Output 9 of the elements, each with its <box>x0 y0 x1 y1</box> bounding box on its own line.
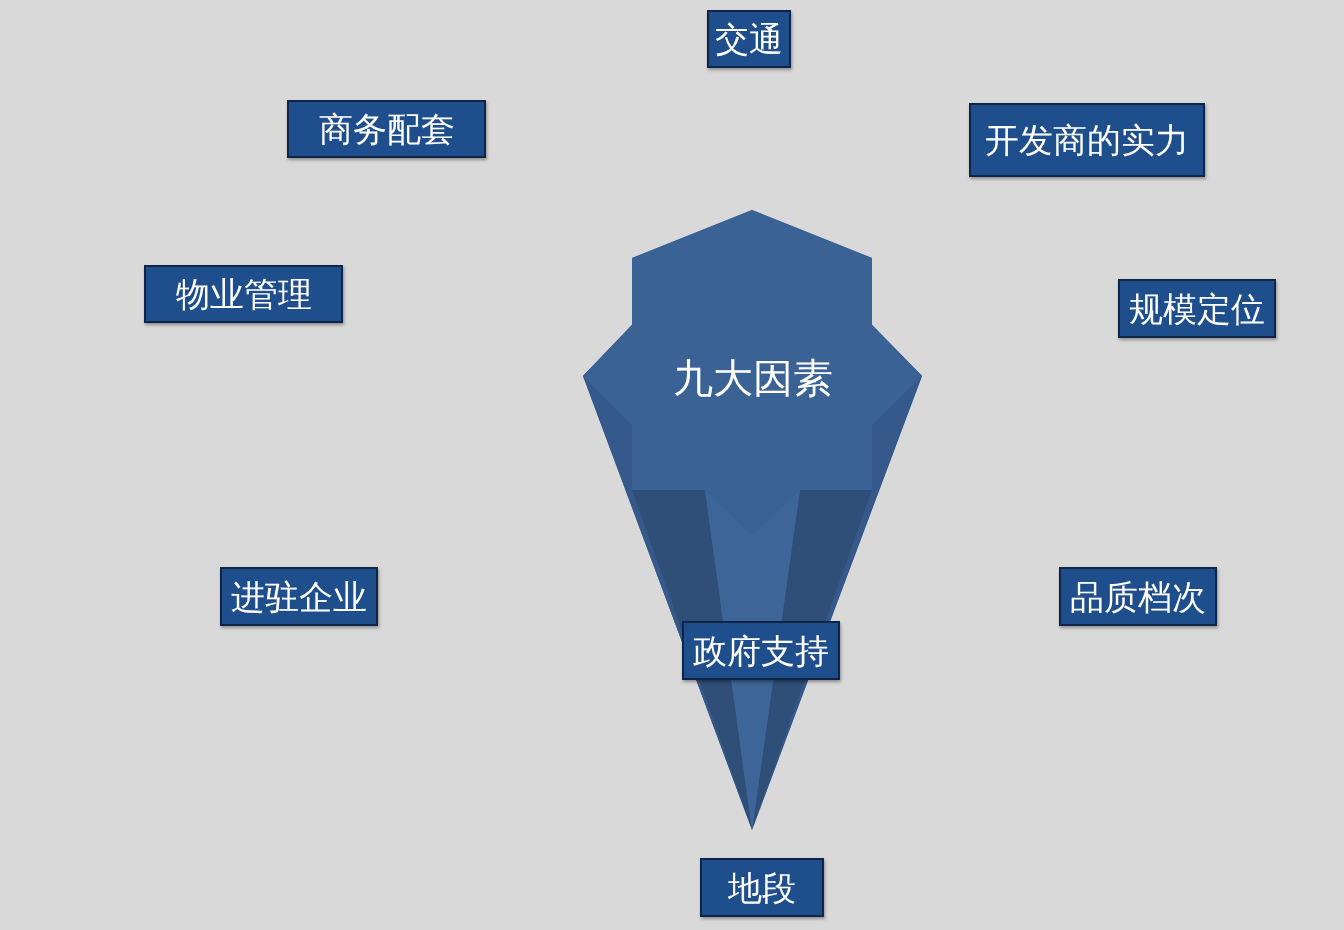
factor-box: 开发商的实力 <box>969 103 1205 177</box>
factor-box: 规模定位 <box>1118 279 1276 338</box>
factor-box: 进驻企业 <box>220 567 378 626</box>
factor-box: 物业管理 <box>144 265 343 323</box>
factor-box: 商务配套 <box>287 100 486 158</box>
factor-box: 交通 <box>707 10 791 68</box>
factor-box: 品质档次 <box>1059 567 1217 626</box>
factor-box: 地段 <box>700 858 824 917</box>
shape-label: 九大因素 <box>672 358 833 398</box>
